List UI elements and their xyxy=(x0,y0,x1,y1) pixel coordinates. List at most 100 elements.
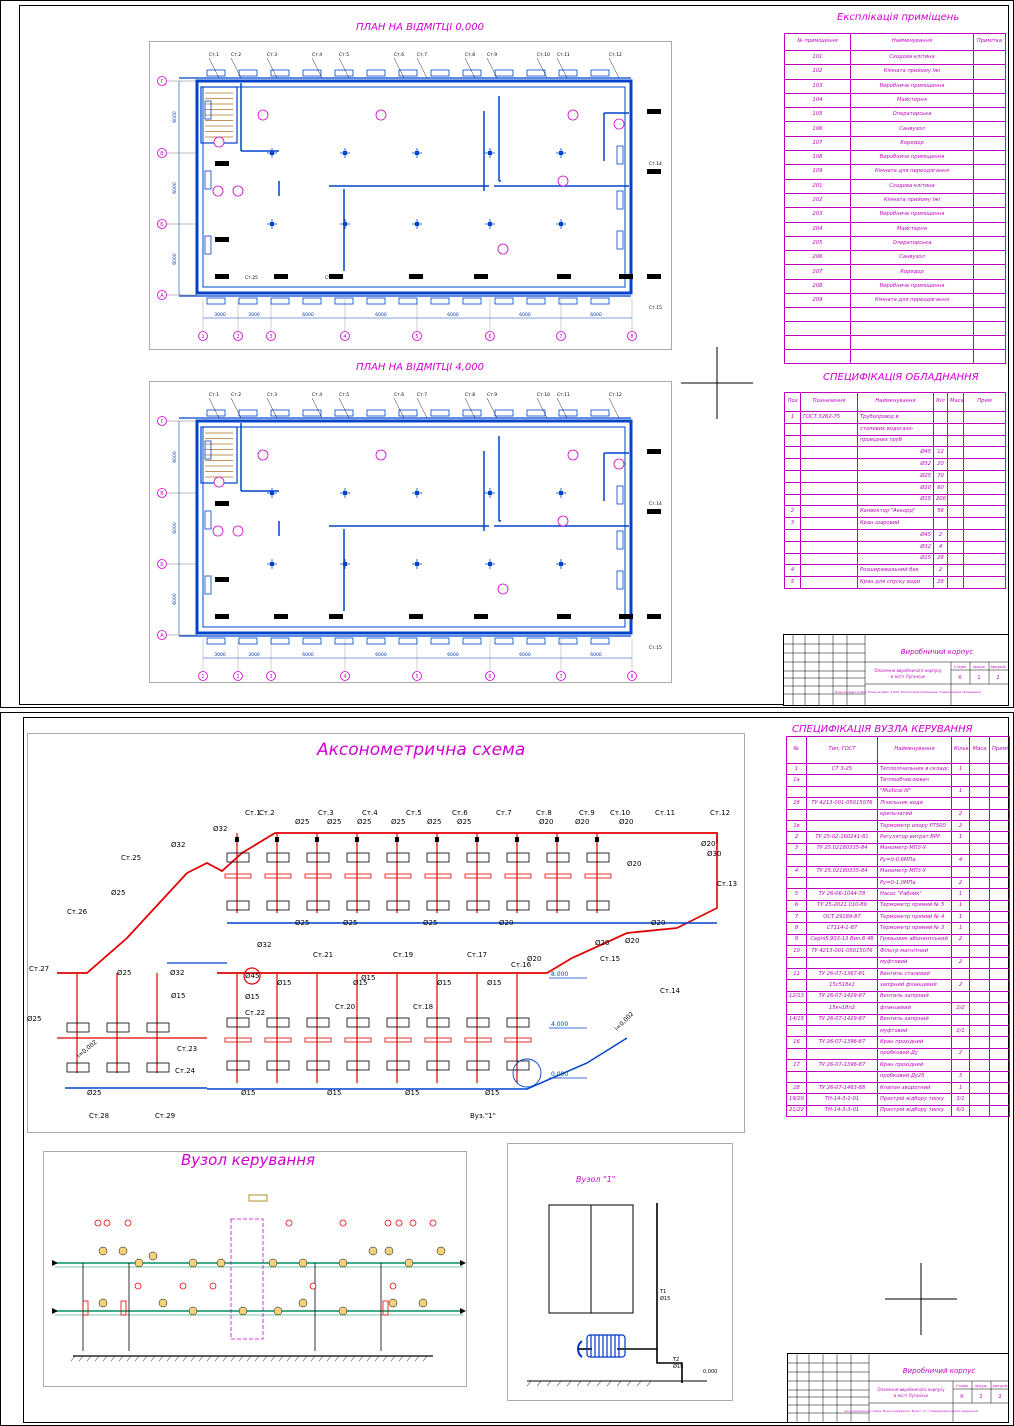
nspec-cell xyxy=(786,876,807,890)
diameter-label: Ø25 xyxy=(295,818,309,826)
radiator xyxy=(430,409,450,417)
radiator xyxy=(266,1017,290,1028)
stand-label: Ст.24 xyxy=(325,275,338,281)
expl-cell xyxy=(973,64,1006,80)
pipe-tag xyxy=(409,274,423,279)
diameter-label: Ø15 xyxy=(277,979,291,987)
room-marker xyxy=(613,458,625,470)
equip-cell xyxy=(933,434,948,448)
axis-bubble xyxy=(266,671,276,681)
expl-cell xyxy=(973,293,1006,309)
radiator xyxy=(226,1017,250,1028)
equip-cell: Ø32 xyxy=(857,540,934,554)
nspec-cell xyxy=(989,888,1010,901)
diameter-label: Ø15 xyxy=(361,974,375,982)
stamp1-stage-value: К xyxy=(958,675,962,681)
stand-label: Ст.14 xyxy=(660,987,681,995)
radiator xyxy=(506,1017,530,1028)
stand-label: Ст.11 xyxy=(557,52,570,58)
nspec-cell xyxy=(969,1013,990,1027)
equip-cell: 4 xyxy=(933,540,948,554)
nspec-cell xyxy=(989,774,1010,787)
nspec-cell: 1 xyxy=(951,785,970,799)
control-node-title: Вузол керування xyxy=(181,1151,316,1169)
equip-header-note: Прим xyxy=(963,392,1006,412)
expl-cell: Операторська xyxy=(850,107,974,123)
valve xyxy=(595,837,599,842)
stand-leader xyxy=(416,57,428,79)
node-1-diagram: Т1 Ø15 Т2 Ø15 0.000 xyxy=(526,1203,717,1387)
radiator xyxy=(462,297,482,305)
nspec-cell: ТУ 4213-001-05015076 xyxy=(806,797,878,810)
expl-cell: Сходова клітина xyxy=(850,178,974,194)
pipe xyxy=(70,1355,76,1362)
gauge-icon xyxy=(268,1258,278,1268)
gauge-icon xyxy=(188,1258,198,1268)
equip-cell xyxy=(963,434,1006,448)
connector xyxy=(544,873,572,879)
nspec-cell xyxy=(969,899,990,913)
radiator xyxy=(616,145,624,165)
diameter-label: Ø25 xyxy=(111,889,125,897)
nspec-cell xyxy=(989,1081,1010,1095)
stand-label: Ст.17 xyxy=(467,951,487,959)
stand-label: Ст.15 xyxy=(649,645,662,651)
equip-cell xyxy=(784,446,801,460)
nspec-cell: 8 xyxy=(786,922,807,935)
valve xyxy=(315,837,319,842)
pipe xyxy=(142,1355,148,1362)
equip-cell: 12 xyxy=(933,446,948,460)
stand-label: Ст.14 xyxy=(649,501,662,507)
diameter-label: Ø25 xyxy=(87,1089,101,1097)
radiator xyxy=(270,69,290,77)
equip-cell xyxy=(800,493,858,507)
nspec-header-qty: Кількість xyxy=(951,736,970,764)
nspec-cell xyxy=(989,842,1010,856)
nspec-cell: ТУ 26-06-1044-78 xyxy=(806,888,878,901)
equip-cell xyxy=(947,481,964,495)
plan-2-title: ПЛАН НА ВІДМІТЦІ 4,000 xyxy=(356,362,484,373)
stand-label: Ст.14 xyxy=(649,161,662,167)
nspec-cell xyxy=(786,808,807,821)
equip-cell: Кран для спуску води xyxy=(857,576,934,589)
nspec-cell xyxy=(806,785,878,799)
nspec-cell: 1 xyxy=(951,911,970,924)
stand-label: Ст.8 xyxy=(465,392,475,398)
axonometric-title: Аксонометрична схема xyxy=(317,740,526,760)
expl-cell xyxy=(973,307,1006,323)
equip-cell: 4 xyxy=(784,564,801,578)
nspec-cell: 2/2 xyxy=(951,1002,970,1015)
nspec-header-type: Тип, ГОСТ xyxy=(806,736,878,764)
axis-bubble xyxy=(157,488,167,498)
expl-cell xyxy=(784,349,851,365)
equip-cell xyxy=(784,434,801,448)
radiator xyxy=(270,297,290,305)
equip-cell xyxy=(947,528,964,542)
nspec-cell: Манометр МП3-У xyxy=(877,865,952,878)
equip-cell: 5 xyxy=(784,576,801,589)
diameter-label: Ø45 xyxy=(245,972,259,980)
return-main-lower xyxy=(207,1037,628,1090)
pipe xyxy=(110,1355,116,1362)
nspec-cell xyxy=(806,1047,878,1061)
room-marker xyxy=(212,185,224,197)
connector xyxy=(304,1037,332,1043)
nspec-cell xyxy=(989,876,1010,890)
diameter-label: Ø15 xyxy=(245,993,259,1001)
gauge-icon xyxy=(388,1298,398,1308)
radiator xyxy=(506,852,530,863)
expl-cell xyxy=(973,207,1006,223)
stand-label: Ст.4 xyxy=(362,809,378,817)
stand-label: Ст.21 xyxy=(313,951,333,959)
pipe-tag xyxy=(557,274,571,279)
stamp1-sheet-value: 1 xyxy=(977,675,980,681)
